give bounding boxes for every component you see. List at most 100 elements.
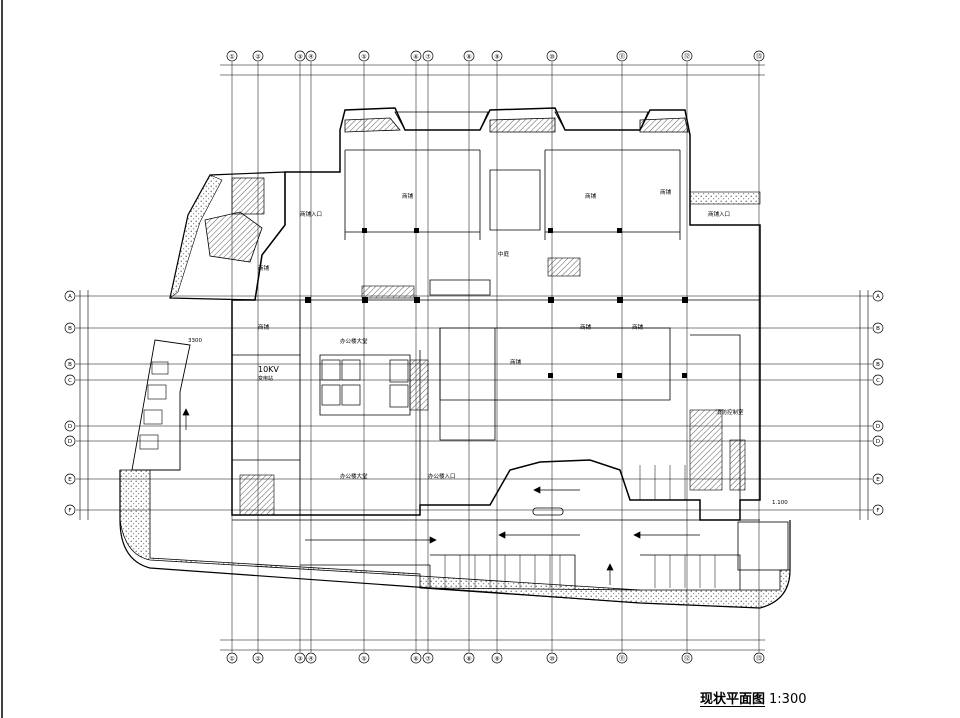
grid-bubble-label: E: [876, 477, 880, 483]
grid-bubble: [252, 652, 264, 664]
grid-bubble: [546, 652, 558, 664]
northwest-skylight: [204, 211, 263, 263]
grid-bubble-label: ⑦: [425, 655, 431, 662]
grid-bubble-label: ⑩: [549, 53, 554, 60]
northwest-wing-hatch: [169, 174, 223, 299]
grid-bubble: [463, 652, 475, 664]
grid-bubble: [64, 290, 76, 302]
grid-bubble: [872, 322, 884, 334]
grid-bubble-label: B: [876, 362, 880, 368]
grid-bubble: [64, 374, 76, 386]
grid-bubble-label: ①: [229, 53, 234, 60]
grid-bubble-label: ⑨: [494, 53, 499, 60]
grid-bubble: [753, 652, 765, 664]
grid-bubble: [616, 652, 628, 664]
grid-bubble: [64, 504, 76, 516]
site-landscape-strip: [119, 469, 791, 609]
label-entrance-north-left: 商铺入口: [300, 210, 322, 218]
power-room-label: 10KV 变电站: [258, 365, 279, 382]
grid-bubble: [872, 290, 884, 302]
grid-bubble: [226, 652, 238, 664]
grid-bubble-label: ⑪: [619, 52, 625, 60]
grid-bubble-label: ⑩: [549, 655, 554, 662]
grid-bubble: [753, 50, 765, 62]
grid-bubble-label: C: [876, 378, 880, 384]
grid-bubble: [64, 322, 76, 334]
grid-bubble: [616, 50, 628, 62]
grid-bubble-label: ⑬: [756, 654, 762, 662]
grid-bubble-label: B: [876, 326, 880, 332]
label-office-hall-1: 办公楼大堂: [340, 337, 368, 345]
grid-bubble: [410, 652, 422, 664]
ramp-stripes: [139, 361, 169, 450]
grid-bubble: [422, 50, 434, 62]
elevator-cores: [321, 359, 409, 408]
grid-bubble-label: ⑫: [684, 52, 690, 60]
northeast-landscape: [689, 191, 761, 205]
grid-bubble: [64, 473, 76, 485]
grid-bubble-label: ⑦: [425, 53, 431, 60]
stairs: [239, 257, 746, 516]
label-shop-2: 商铺: [585, 192, 597, 200]
parking-bays: [444, 465, 716, 588]
traffic-arrows: [182, 408, 700, 585]
grid-bubble: [64, 420, 76, 432]
grid-bubble: [872, 420, 884, 432]
grid-bubble: [681, 652, 693, 664]
grid-bubble: [305, 50, 317, 62]
label-shop-7: 商铺: [632, 323, 644, 331]
label-shop-8: 商铺: [510, 358, 522, 366]
label-shop-1: 商铺: [402, 192, 414, 200]
grid-bubble-label: ⑥: [413, 53, 418, 60]
grid-bubble-label: ⑥: [413, 655, 418, 662]
grid-bubble-label: F: [876, 508, 879, 514]
grid-bubble-label: ⑧: [466, 53, 471, 60]
north-canopies: [344, 111, 689, 133]
grid-bubble-label: ②: [255, 53, 261, 60]
grid-bubble: [64, 358, 76, 370]
grid-bubble: [422, 652, 434, 664]
northwest-stair: [231, 177, 265, 215]
label-office-hall-2: 办公楼大堂: [340, 472, 368, 480]
label-shop-3: 商铺: [660, 188, 672, 196]
grid-bubble-label: ⑧: [466, 655, 471, 662]
grid-bubble: [358, 652, 370, 664]
grid-bubble-label: D: [876, 439, 880, 445]
grid-bubble-label: ②: [255, 655, 261, 662]
label-fire-control: 消防控制室: [716, 408, 744, 416]
grid-bubble: [681, 50, 693, 62]
grid-bubble: [305, 652, 317, 664]
label-elevation: 1.100: [772, 500, 788, 506]
grid-bubble: [491, 50, 503, 62]
grid-bubble-label: ⑬: [756, 52, 762, 60]
grid-bubble: [226, 50, 238, 62]
south-podium: [232, 507, 760, 591]
grid-bubble-label: ⑨: [494, 655, 499, 662]
grid-bubble: [872, 358, 884, 370]
grid-bubble-label: ③: [297, 655, 302, 662]
grid-bubble: [358, 50, 370, 62]
grid-bubble-label: D: [876, 424, 880, 430]
grid-bubble-label: B: [68, 362, 72, 368]
grid-bubble-label: ④: [308, 655, 313, 662]
label-power-room-sub: 变电站: [258, 375, 273, 382]
southeast-room: [737, 521, 789, 571]
grid-bubble: [410, 50, 422, 62]
grid-bubble-label: D: [68, 439, 72, 445]
grid-bubble-label: ⑪: [619, 654, 625, 662]
column-grid: [231, 62, 760, 652]
grid-bubble: [463, 50, 475, 62]
grid-bubble: [872, 504, 884, 516]
drawing-scale: 1:300: [769, 692, 807, 707]
grid-bubble: [546, 50, 558, 62]
grid-bubble-label: F: [68, 508, 71, 514]
grid-bubble: [872, 473, 884, 485]
grid-bubble-label: ⑤: [361, 53, 366, 60]
label-entrance-north-right: 商铺入口: [708, 210, 730, 218]
label-office-entrance: 办公楼入口: [428, 472, 456, 480]
grid-bubble-label: ③: [297, 53, 302, 60]
grid-bubble: [252, 50, 264, 62]
